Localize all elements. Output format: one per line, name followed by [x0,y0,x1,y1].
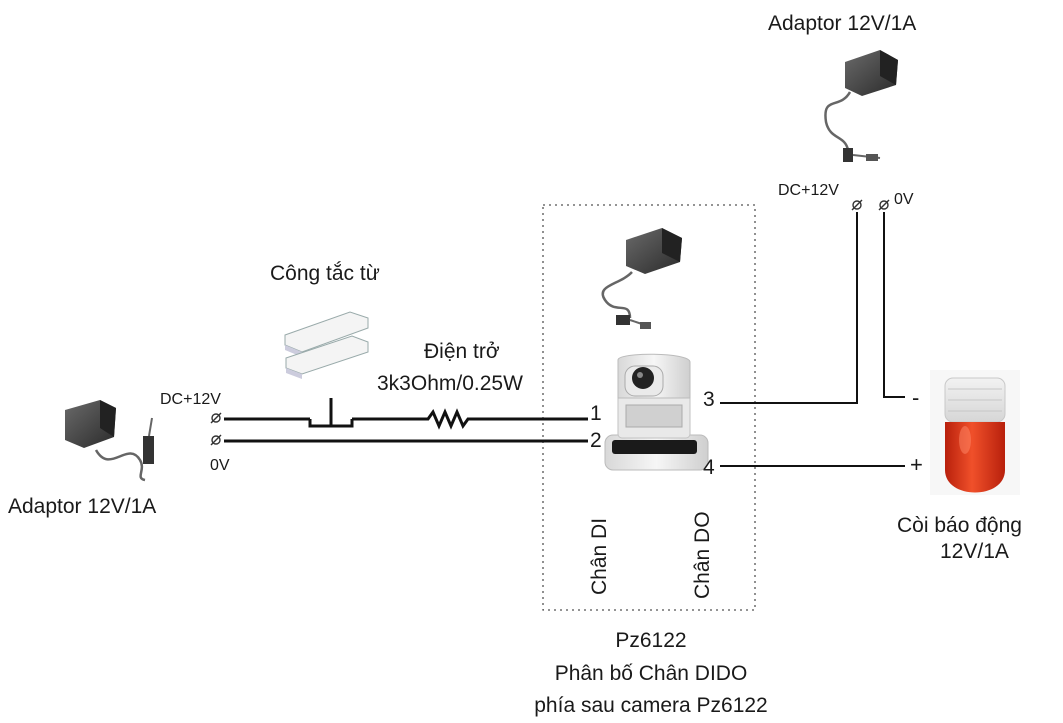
chan-di-label: Chân DI [588,518,611,595]
left-0v-terminal-icon [210,434,222,446]
top-adaptor-label: Adaptor 12V/1A [768,12,916,35]
camera-adaptor-icon [601,228,682,329]
left-adaptor-icon [65,400,154,482]
top-dc-terminal-icon [851,199,863,211]
magnetic-switch-icon [284,311,369,379]
siren-minus-label: - [912,385,919,410]
caption-line3: phía sau camera Pz6122 [534,694,767,717]
switch-contact [308,398,354,428]
left-0v-label: 0V [210,457,230,474]
top-adaptor-icon [824,50,898,162]
ptz-camera-icon [604,353,709,471]
chan-do-label: Chân DO [691,511,714,599]
left-dc-label: DC+12V [160,391,221,408]
top-0v-terminal-icon [878,199,890,211]
wire-left-dc [224,408,588,430]
siren-icon [930,370,1020,495]
pin-4-label: 4 [703,456,715,479]
resistor-value-label: 3k3Ohm/0.25W [377,372,523,395]
camera-dido-box [542,204,756,611]
top-0v-label: 0V [894,191,914,208]
resistor-name-label: Điện trở [424,340,500,363]
switch-label: Công tắc từ [270,262,380,285]
left-adaptor-label: Adaptor 12V/1A [8,495,156,518]
wire-top-dc [720,212,858,404]
top-dc-label: DC+12V [778,182,839,199]
pin-1-label: 1 [590,402,602,425]
siren-plus-label: + [910,452,923,477]
siren-label-line1: Còi báo động [897,514,1022,537]
left-dc-terminal-icon [210,412,222,424]
caption-line1: Pz6122 [615,629,686,652]
pin-2-label: 2 [590,429,602,452]
wire-top-0v [883,212,905,398]
siren-label-line2: 12V/1A [940,540,1009,563]
caption-line2: Phân bố Chân DIDO [555,662,748,685]
pin-3-label: 3 [703,388,715,411]
